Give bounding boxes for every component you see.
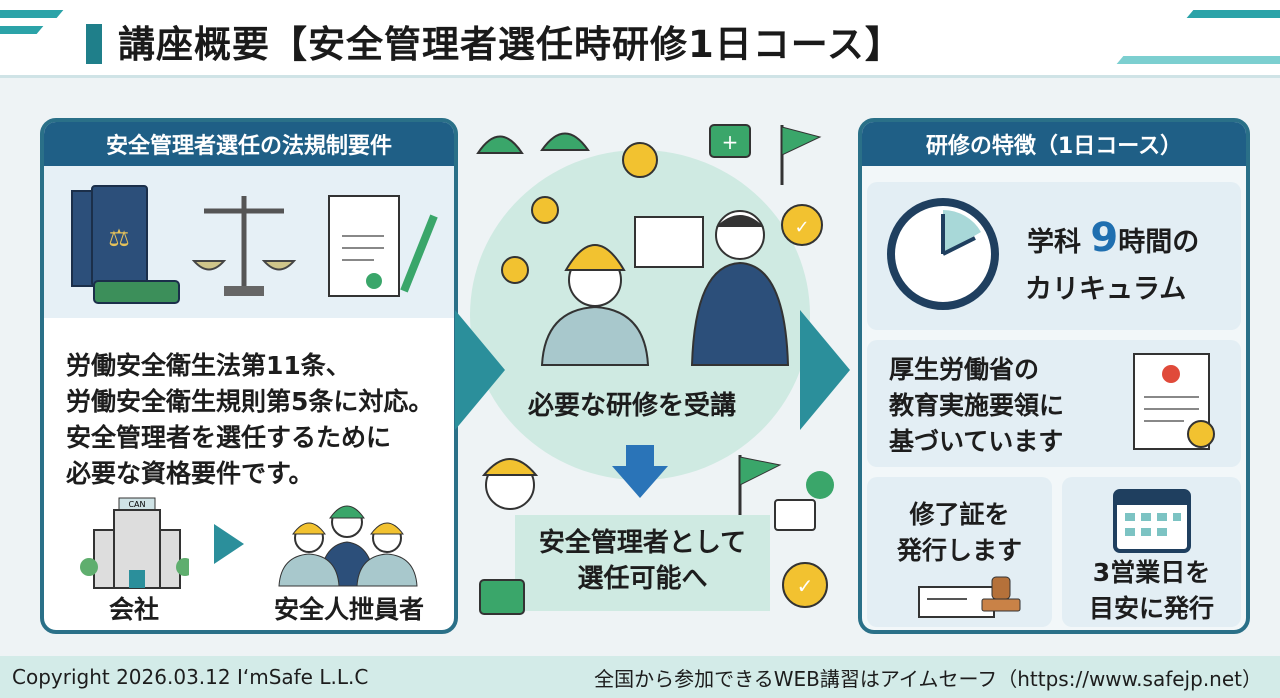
step-take-training: 必要な研修を受講 (528, 391, 737, 421)
header-bar (0, 0, 1280, 78)
course-features-panel: 研修の特徴（1日コース） 学科 9時間の カリキュラム 厚生労働省の 教育実施要… (858, 118, 1250, 634)
guideline-line: 教育実施要領に (889, 391, 1065, 420)
eligible-line: 選任可能へ (577, 564, 708, 594)
staff-label: 安全人抴員者 (274, 595, 425, 624)
legal-icons-area: ⚖ (44, 166, 454, 318)
decor-stripe (1116, 56, 1280, 64)
feature-issue-card: 3営業日を 目安に発行 (1062, 477, 1241, 627)
eligible-line: 安全管理者として (538, 528, 747, 558)
svg-text:+: + (722, 130, 739, 154)
issue-line: 3営業日を (1092, 558, 1211, 587)
arrow-right-icon (214, 524, 244, 564)
svg-text:✓: ✓ (794, 217, 809, 238)
calendar-icon (1113, 489, 1191, 553)
step-eligible-box: 安全管理者として 選任可能へ (515, 515, 770, 611)
guideline-line: 厚生労働省の (889, 355, 1040, 384)
official-certificate-icon (1133, 353, 1215, 450)
feature-certificate-card: 修了証を 発行します (867, 477, 1052, 627)
decor-icons: ✓ (479, 455, 834, 615)
legal-requirements-panel: 安全管理者選任の法規制要件 ⚖ 労働安全衛生法第11条、 労働安全衛生規則第5条… (40, 118, 458, 634)
arrow-right-icon (800, 310, 850, 430)
legal-line: 労働安全衛生法第11条、 (66, 351, 351, 380)
arrow-down-icon (626, 445, 654, 467)
svg-text:⚖: ⚖ (108, 224, 130, 252)
panel-heading: 安全管理者選任の法規制要件 (44, 122, 454, 166)
building-sign: CAN (128, 500, 145, 509)
certificate-stamp-icon (918, 576, 1021, 618)
footer-tagline: 全国から参加できるWEB講習はアイムセーフ（https://www.safejp… (594, 666, 1262, 691)
certificate-line: 修了証を (909, 500, 1010, 529)
clock-icon (887, 198, 999, 310)
hours-prefix: 学科 (1027, 227, 1081, 258)
page-title: 講座概要【安全管理者選任時研修1日コース】 (118, 23, 903, 66)
hours-line: 学科 9時間の (1027, 218, 1200, 261)
curriculum-label: カリキュラム (1025, 274, 1187, 305)
safety-staff-group-icon (278, 505, 418, 587)
certificate-line: 発行します (896, 536, 1022, 565)
legal-line: 必要な資格要件です。 (66, 459, 314, 488)
hours-suffix: 時間の (1118, 227, 1200, 258)
svg-text:✓: ✓ (797, 574, 814, 598)
decor-stripe (1186, 10, 1280, 18)
decor-stripe (0, 26, 44, 34)
hours-number: 9 (1090, 215, 1119, 261)
legal-line: 安全管理者を選任するために (66, 423, 392, 452)
footer-bar: Copyright 2026.03.12 I‘mSafe L.L.C 全国から参… (0, 656, 1280, 698)
title-accent (86, 24, 102, 64)
legal-text: 労働安全衛生法第11条、 労働安全衛生規則第5条に対応。 安全管理者を選任するた… (44, 318, 454, 492)
decor-stripe (0, 10, 64, 18)
feature-hours-card: 学科 9時間の カリキュラム (867, 182, 1241, 330)
feature-guideline-card: 厚生労働省の 教育実施要領に 基づいています (867, 340, 1241, 467)
panel-heading: 研修の特徴（1日コース） (862, 122, 1246, 166)
law-books-scale-document-icon: ⚖ (71, 185, 438, 304)
company-building-icon: CAN (80, 497, 189, 589)
arrow-right-icon (455, 310, 505, 430)
copyright-text: Copyright 2026.03.12 I‘mSafe L.L.C (12, 665, 369, 689)
issue-line: 目安に発行 (1088, 594, 1214, 623)
guideline-line: 基づいています (889, 427, 1064, 456)
trainer-worker-illustration: + ✓ (476, 124, 823, 366)
company-label: 会社 (109, 595, 160, 624)
arrow-down-head (612, 466, 668, 498)
legal-line: 労働安全衛生規則第5条に対応。 (66, 387, 434, 416)
